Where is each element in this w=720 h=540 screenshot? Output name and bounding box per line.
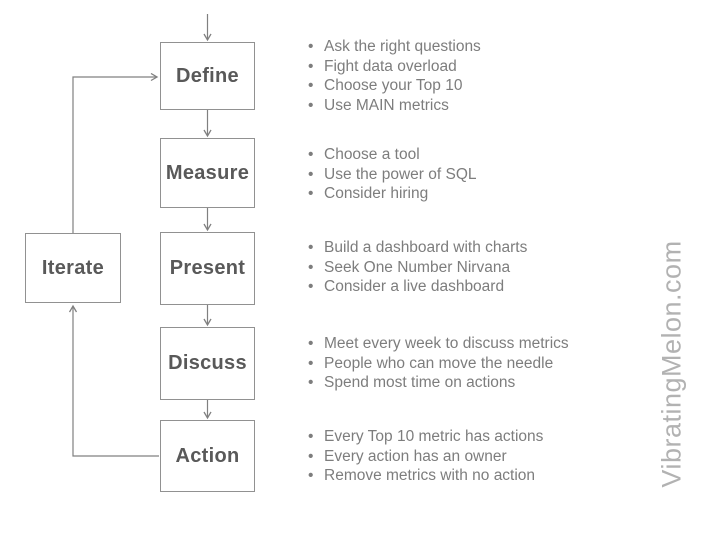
bullet-item: Consider a live dashboard [308, 277, 527, 297]
bullet-item: Build a dashboard with charts [308, 238, 527, 258]
bullet-item: Remove metrics with no action [308, 466, 543, 486]
flow-box-define-label: Define [176, 64, 239, 87]
bullet-item: Every action has an owner [308, 447, 543, 467]
bullet-item: Choose a tool [308, 145, 477, 165]
flow-box-define: Define [160, 42, 255, 110]
bullet-item: Meet every week to discuss metrics [308, 334, 569, 354]
flow-box-iterate: Iterate [25, 233, 121, 303]
flow-box-action-label: Action [175, 444, 240, 467]
bullet-list-measure: Choose a tool Use the power of SQL Consi… [308, 145, 477, 204]
bullet-list-discuss: Meet every week to discuss metrics Peopl… [308, 334, 569, 393]
bullet-item: People who can move the needle [308, 354, 569, 374]
bullet-item: Choose your Top 10 [308, 76, 481, 96]
arrow-iterate-to-define [72, 77, 157, 233]
flow-box-present: Present [160, 232, 255, 305]
flow-box-iterate-label: Iterate [41, 256, 105, 279]
bullet-item: Fight data overload [308, 57, 481, 77]
flow-box-discuss: Discuss [160, 327, 255, 400]
arrow-action-to-iterate [73, 306, 159, 457]
bullet-item: Seek One Number Nirvana [308, 258, 527, 278]
bullet-list-action: Every Top 10 metric has actions Every ac… [308, 427, 543, 486]
watermark: VibratingMelon.com [656, 240, 687, 488]
flow-box-discuss-label: Discuss [168, 352, 247, 374]
bullet-list-define: Ask the right questions Fight data overl… [308, 37, 481, 115]
flow-box-measure: Measure [160, 138, 255, 208]
bullet-list-present: Build a dashboard with charts Seek One N… [308, 238, 527, 297]
bullet-item: Ask the right questions [308, 37, 481, 57]
flow-box-present-label: Present [169, 257, 246, 279]
bullet-item: Every Top 10 metric has actions [308, 427, 543, 447]
bullet-item: Spend most time on actions [308, 373, 569, 393]
bullet-item: Use the power of SQL [308, 165, 477, 185]
bullet-item: Use MAIN metrics [308, 96, 481, 116]
flow-box-action: Action [160, 420, 255, 492]
flow-box-measure-label: Measure [165, 161, 250, 184]
bullet-item: Consider hiring [308, 184, 477, 204]
